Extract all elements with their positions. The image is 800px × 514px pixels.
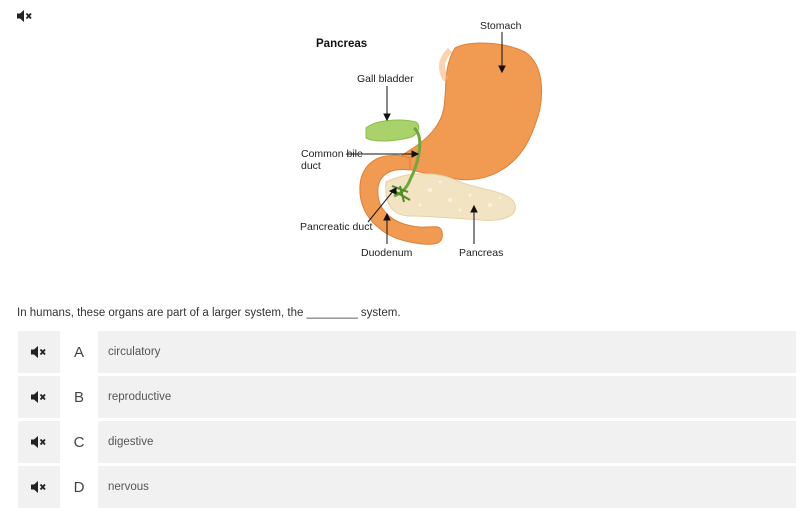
mute-audio-button[interactable] [16, 9, 34, 23]
label-common-bile-duct-line2: duct [301, 160, 321, 172]
answer-letter: B [60, 376, 98, 418]
answer-text: circulatory [108, 346, 161, 358]
speaker-muted-icon [31, 346, 46, 358]
label-common-bile-duct-line1: Common bile [301, 148, 363, 160]
question-text: In humans, these organs are part of a la… [17, 307, 401, 319]
label-gall-bladder: Gall bladder [357, 73, 414, 85]
answer-letter: A [60, 331, 98, 373]
answer-letter: D [60, 466, 98, 508]
duodenum-shape [359, 154, 443, 245]
speaker-muted-icon [31, 436, 46, 448]
label-duodenum: Duodenum [361, 247, 413, 259]
answer-option-b[interactable]: B reproductive [18, 376, 796, 418]
speaker-muted-icon [31, 391, 46, 403]
diagram-title: Pancreas [316, 38, 367, 50]
label-pancreas: Pancreas [459, 247, 503, 259]
pancreas-diagram: Pancreas Stomach Gall bladder [290, 10, 550, 280]
answer-text: nervous [108, 481, 149, 493]
pancreas-shape [385, 173, 516, 221]
answer-option-c[interactable]: C digestive [18, 421, 796, 463]
answer-text: digestive [108, 436, 154, 448]
gall-bladder-shape [365, 119, 420, 142]
answer-a-audio-button[interactable] [18, 331, 60, 373]
label-stomach: Stomach [480, 20, 522, 32]
speaker-muted-icon [17, 10, 32, 22]
answer-d-audio-button[interactable] [18, 466, 60, 508]
speaker-muted-icon [31, 481, 46, 493]
answer-option-d[interactable]: D nervous [18, 466, 796, 508]
answer-text: reproductive [108, 391, 172, 403]
answer-option-a[interactable]: A circulatory [18, 331, 796, 373]
answer-letter: C [60, 421, 98, 463]
answer-c-audio-button[interactable] [18, 421, 60, 463]
answer-list: A circulatory B reproductive C digestive [18, 331, 796, 511]
answer-b-audio-button[interactable] [18, 376, 60, 418]
stomach-shape [393, 42, 543, 181]
label-pancreatic-duct: Pancreatic duct [300, 221, 372, 233]
